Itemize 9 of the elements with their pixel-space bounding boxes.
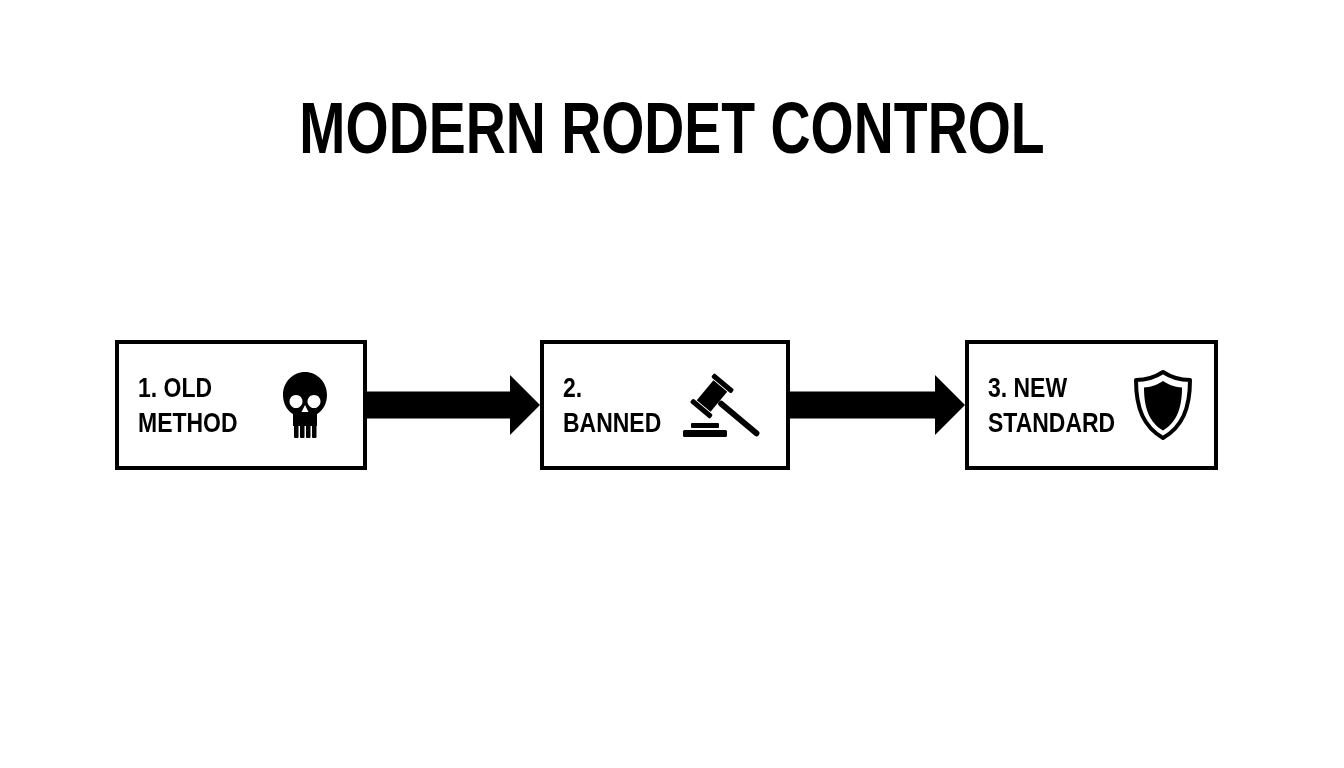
step-label: 2. BANNED — [563, 371, 663, 440]
step-box — [115, 340, 367, 470]
step-box — [540, 340, 790, 470]
arrow — [790, 375, 965, 435]
step-box — [965, 340, 1218, 470]
arrow — [367, 375, 540, 435]
step-label: 3. NEW STANDARD — [988, 371, 1116, 440]
step-label: 1. OLD METHOD — [138, 371, 239, 440]
diagram-title: MODERN RODET CONTROL — [299, 92, 1045, 164]
